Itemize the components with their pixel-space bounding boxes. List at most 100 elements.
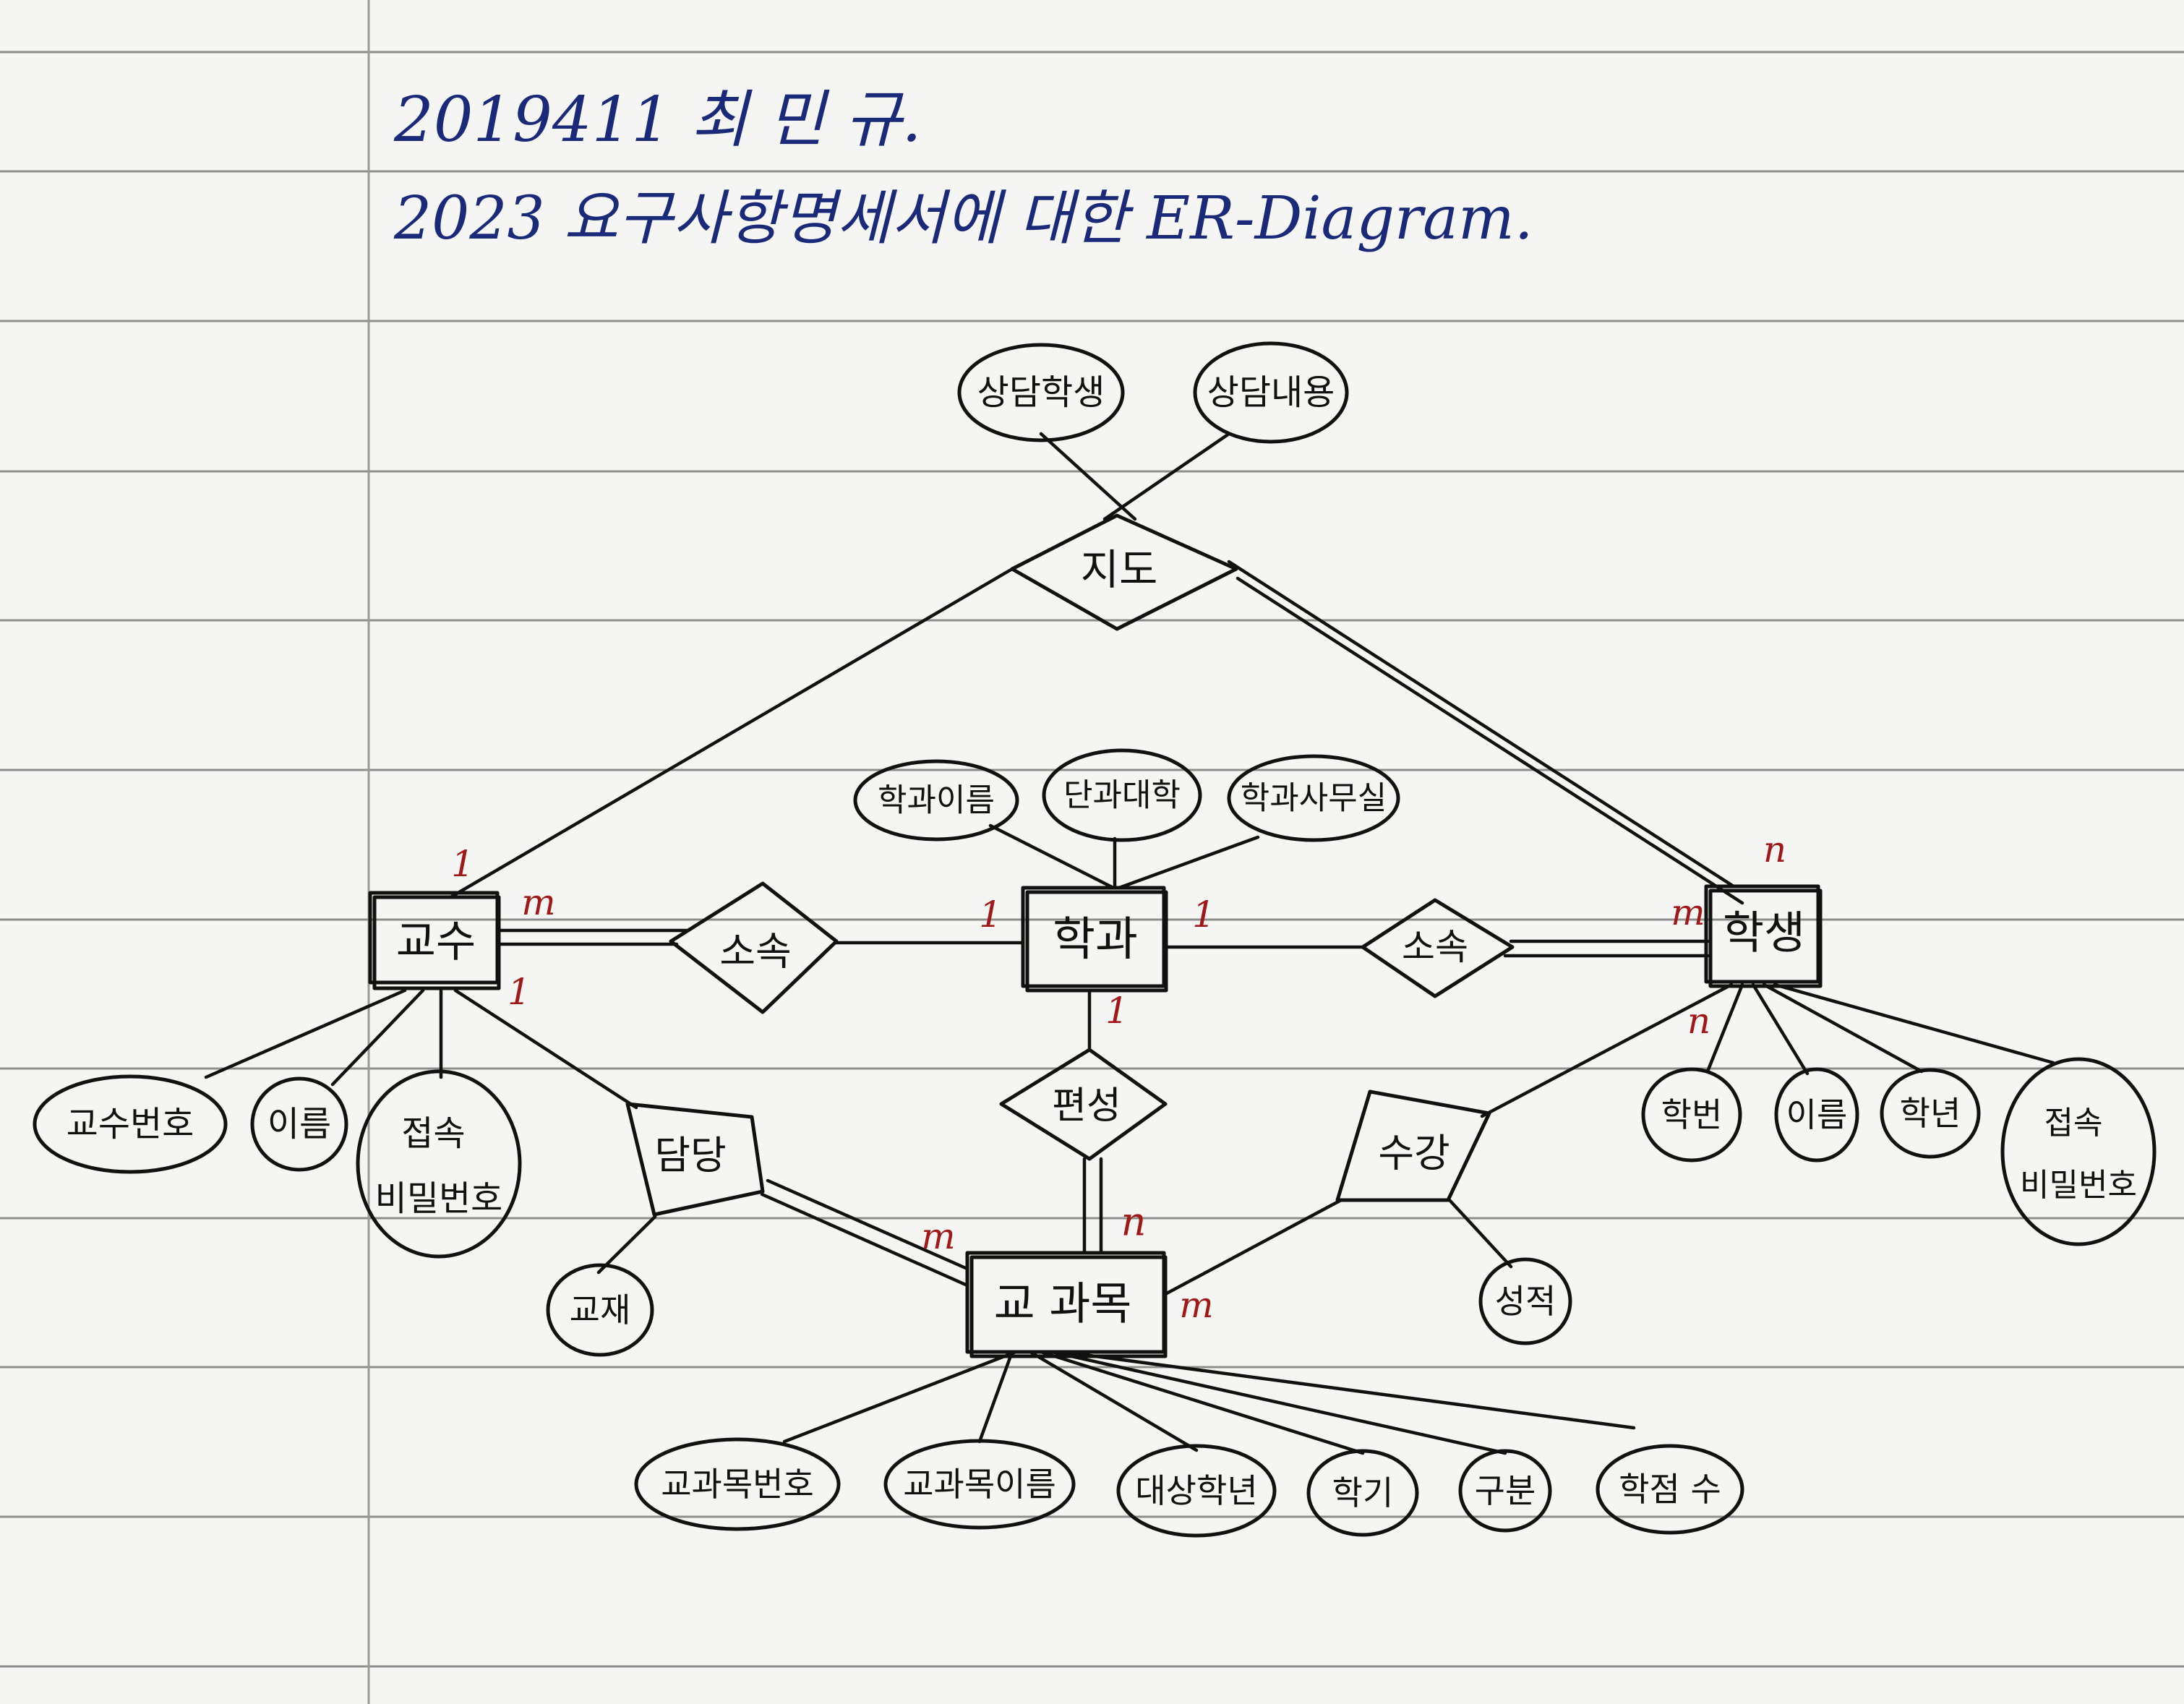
svg-text:구분: 구분	[1475, 1471, 1536, 1510]
attribute-textbook: 교재	[546, 1263, 654, 1357]
svg-text:대상학년: 대상학년	[1135, 1471, 1257, 1510]
line-stu-year	[1762, 982, 1924, 1074]
svg-text:소속: 소속	[1402, 926, 1468, 968]
svg-text:교수: 교수	[396, 917, 476, 967]
entity-professor: 교수	[368, 891, 501, 990]
line-course-no	[782, 1350, 1018, 1444]
attribute-dept-name: 학과이름	[853, 759, 1019, 842]
svg-text:학번: 학번	[1661, 1095, 1723, 1134]
svg-text:상담학생: 상담학생	[977, 372, 1105, 413]
attribute-prof-no: 교수번호	[33, 1074, 228, 1174]
entity-student: 학생	[1704, 884, 1823, 988]
svg-text:학년: 학년	[1900, 1094, 1961, 1133]
connection-lines	[204, 432, 2055, 1455]
line-course-target	[1028, 1350, 1199, 1452]
svg-text:편성: 편성	[1052, 1084, 1121, 1128]
card-student-belong: m	[1671, 891, 1705, 933]
svg-text:교 과목: 교 과목	[994, 1277, 1132, 1330]
card-compose-course: n	[1121, 1199, 1147, 1245]
svg-text:수강: 수강	[1378, 1131, 1449, 1176]
line-course-name	[977, 1350, 1014, 1444]
svg-text:접속 비밀번호: 접속 비밀번호	[2020, 1105, 2137, 1204]
svg-text:학과사무실: 학과사무실	[1241, 780, 1387, 817]
svg-text:담당: 담당	[654, 1133, 726, 1178]
svg-text:성적: 성적	[1495, 1282, 1556, 1321]
attribute-advise-content: 상담내용	[1193, 341, 1349, 444]
svg-text:단과대학: 단과대학	[1063, 777, 1181, 814]
attribute-course-term: 학기	[1306, 1449, 1419, 1537]
attribute-course-name: 교과목이름	[883, 1439, 1076, 1530]
line-stu-no	[1705, 982, 1744, 1074]
svg-text:학생: 학생	[1723, 907, 1805, 959]
entity-department: 학과	[1021, 886, 1168, 993]
card-enroll-course: m	[1179, 1284, 1213, 1326]
attribute-stu-no: 학번	[1641, 1067, 1742, 1163]
relationship-advise: 지도	[1010, 513, 1238, 631]
card-advise-student: n	[1763, 829, 1786, 870]
line-advise-attr-content	[1102, 432, 1231, 521]
attribute-course-type: 구분	[1458, 1449, 1552, 1533]
card-student-enroll: n	[1687, 1000, 1710, 1042]
line-enroll-course	[1163, 1198, 1343, 1296]
svg-text:학점 수: 학점 수	[1619, 1470, 1721, 1509]
line-dept-name	[988, 823, 1115, 890]
attribute-stu-year: 학년	[1880, 1068, 1981, 1159]
line-advise-attr-student	[1039, 432, 1137, 521]
attribute-dept-office: 학과사무실	[1227, 754, 1400, 842]
entity-course: 교 과목	[965, 1251, 1168, 1358]
diagram-title: 2023 요구사항명세서에 대한 ER-Diagram.	[393, 184, 1533, 253]
attribute-advise-student: 상담학생	[957, 343, 1125, 442]
svg-text:소속: 소속	[719, 929, 791, 975]
line-advise-student-a	[1227, 560, 1736, 889]
ruled-lines	[0, 51, 2184, 1668]
line-stu-enroll	[1480, 982, 1734, 1118]
attribute-course-target: 대상학년	[1116, 1444, 1277, 1538]
svg-text:학과: 학과	[1053, 913, 1138, 967]
relationship-belong-professor: 소속	[669, 881, 839, 1014]
line-teach-course-b	[760, 1192, 969, 1288]
attribute-grade: 성적	[1478, 1257, 1572, 1345]
line-course-term	[1039, 1350, 1365, 1455]
relationship-belong-student: 소속	[1361, 898, 1515, 998]
line-dept-office	[1117, 835, 1260, 890]
attribute-course-credit: 학점 수	[1596, 1444, 1744, 1535]
card-prof-belong: m	[521, 881, 555, 923]
line-prof-name	[330, 988, 425, 1087]
svg-text:접속 비밀번호: 접속 비밀번호	[375, 1113, 503, 1219]
svg-text:상담내용: 상담내용	[1207, 372, 1335, 413]
student-id-name: 2019411 최 민 규.	[393, 84, 922, 156]
attribute-course-no: 교과목번호	[634, 1437, 841, 1531]
relationship-compose: 편성	[999, 1048, 1168, 1161]
card-advise-prof: 1	[451, 843, 474, 885]
line-teach-textbook	[596, 1215, 657, 1275]
line-prof-no	[204, 988, 407, 1079]
svg-text:교과목이름: 교과목이름	[903, 1465, 1056, 1504]
line-course-type	[1050, 1350, 1507, 1455]
card-prof-teach: 1	[508, 971, 531, 1013]
attribute-prof-password: 접속 비밀번호	[356, 1069, 522, 1259]
card-dept-belong-right: 1	[1192, 894, 1215, 936]
attribute-dept-college: 단과대학	[1042, 748, 1202, 842]
relationship-enroll: 수강	[1335, 1089, 1491, 1202]
line-advise-student-b	[1236, 576, 1744, 905]
attribute-prof-name: 이름	[250, 1076, 348, 1172]
relationship-teach: 담당	[625, 1102, 765, 1217]
line-stu-name	[1751, 982, 1810, 1076]
line-enroll-grade	[1447, 1198, 1513, 1269]
line-prof-teach	[453, 988, 638, 1110]
svg-text:이름: 이름	[1786, 1095, 1848, 1134]
attribute-stu-password: 접속 비밀번호	[2000, 1057, 2157, 1246]
line-stu-pw	[1773, 982, 2055, 1065]
line-teach-course-a	[766, 1178, 969, 1271]
line-course-credit	[1061, 1350, 1636, 1430]
svg-text:교과목번호: 교과목번호	[661, 1465, 814, 1504]
card-dept-compose: 1	[1105, 990, 1129, 1032]
card-teach-course: m	[921, 1215, 955, 1257]
svg-text:교수번호: 교수번호	[67, 1104, 194, 1144]
card-dept-belong-left: 1	[979, 894, 1002, 936]
attribute-stu-name: 이름	[1774, 1067, 1859, 1163]
svg-text:학과이름: 학과이름	[878, 782, 995, 819]
svg-text:교재: 교재	[570, 1290, 631, 1330]
